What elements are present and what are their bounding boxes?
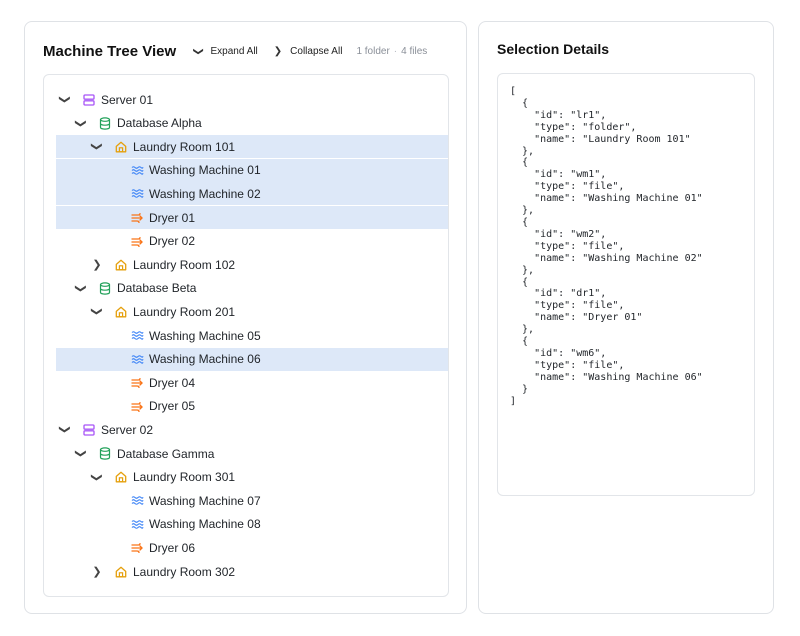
expand-all-button[interactable]: ❯ Expand All bbox=[192, 45, 258, 57]
tree-header: Machine Tree View ❯ Expand All ❯ Collaps… bbox=[43, 40, 450, 62]
washing-machine-icon bbox=[130, 187, 144, 201]
chevron-right-icon: ❯ bbox=[273, 45, 283, 57]
dryer-icon bbox=[130, 211, 144, 225]
tree-node-label: Database Alpha bbox=[117, 116, 202, 131]
tree-node-database[interactable]: ❯ Database Alpha bbox=[56, 112, 448, 135]
tree-node-label: Dryer 02 bbox=[149, 234, 196, 249]
tree-node-washer[interactable]: ❯Washing Machine 01 bbox=[56, 158, 448, 182]
file-count: 4 files bbox=[401, 45, 428, 57]
selection-json: [ { "id": "lr1", "type": "folder", "name… bbox=[510, 86, 703, 407]
chevron-down-icon[interactable]: ❯ bbox=[74, 448, 87, 459]
tree-node-label: Laundry Room 302 bbox=[133, 564, 236, 579]
separator-dot: · bbox=[393, 45, 398, 57]
tree-node-washer[interactable]: ❯Washing Machine 08 bbox=[56, 513, 448, 536]
tree-node-washer[interactable]: ❯Washing Machine 06 bbox=[56, 347, 448, 371]
selection-details-panel: Selection Details [ { "id": "lr1", "type… bbox=[478, 21, 774, 614]
tree-node-label: Laundry Room 301 bbox=[133, 470, 236, 485]
details-title: Selection Details bbox=[497, 41, 610, 57]
tree-node-room[interactable]: ❯ Laundry Room 301 bbox=[56, 466, 448, 489]
tree-node-database[interactable]: ❯ Database Gamma bbox=[56, 442, 448, 465]
tree-node-dryer[interactable]: ❯Dryer 05 bbox=[56, 395, 448, 418]
selection-counts: 1 folder·4 files bbox=[356, 46, 427, 57]
chevron-down-icon[interactable]: ❯ bbox=[90, 307, 103, 317]
washing-machine-icon bbox=[130, 494, 144, 508]
washing-machine-icon bbox=[130, 329, 144, 343]
chevron-right-icon[interactable]: ❯ bbox=[92, 259, 102, 272]
chevron-down-icon[interactable]: ❯ bbox=[74, 283, 87, 293]
machine-tree-panel: Machine Tree View ❯ Expand All ❯ Collaps… bbox=[24, 21, 467, 614]
dryer-icon bbox=[130, 234, 144, 248]
tree-node-room[interactable]: ❯ Laundry Room 101 bbox=[56, 135, 448, 159]
tree-node-label: Washing Machine 05 bbox=[149, 328, 261, 343]
tree-node-label: Washing Machine 06 bbox=[149, 352, 261, 367]
server-icon bbox=[82, 93, 96, 107]
chevron-down-icon: ❯ bbox=[192, 46, 204, 56]
panel-title: Machine Tree View bbox=[43, 42, 177, 60]
tree-node-washer[interactable]: ❯Washing Machine 07 bbox=[56, 489, 448, 512]
tree-node-label: Dryer 04 bbox=[149, 375, 196, 390]
home-icon bbox=[114, 565, 128, 579]
chevron-down-icon[interactable]: ❯ bbox=[90, 142, 103, 152]
chevron-down-icon[interactable]: ❯ bbox=[58, 94, 71, 105]
tree-node-label: Dryer 05 bbox=[149, 399, 196, 414]
tree-node-dryer[interactable]: ❯Dryer 01 bbox=[56, 206, 448, 229]
tree-node-washer[interactable]: ❯Washing Machine 05 bbox=[56, 324, 448, 347]
tree-node-dryer[interactable]: ❯Dryer 02 bbox=[56, 230, 448, 253]
dryer-icon bbox=[130, 376, 144, 390]
tree-node-room[interactable]: ❯ Laundry Room 201 bbox=[56, 300, 448, 323]
json-output-box: [ { "id": "lr1", "type": "folder", "name… bbox=[497, 73, 755, 496]
tree-node-label: Washing Machine 08 bbox=[149, 517, 261, 532]
tree-node-dryer[interactable]: ❯Dryer 04 bbox=[56, 371, 448, 394]
tree-node-database[interactable]: ❯ Database Beta bbox=[56, 277, 448, 300]
dryer-icon bbox=[130, 541, 144, 555]
tree-container: ❯ Server 01 ❯ Database Alpha ❯ Laundry Room 1… bbox=[43, 74, 449, 597]
tree-node-room[interactable]: ❯ Laundry Room 102 bbox=[56, 253, 448, 276]
tree-node-label: Laundry Room 201 bbox=[133, 304, 236, 319]
washing-machine-icon bbox=[130, 517, 144, 531]
tree-node-dryer[interactable]: ❯Dryer 06 bbox=[56, 536, 448, 559]
chevron-down-icon[interactable]: ❯ bbox=[58, 425, 71, 435]
tree-node-server[interactable]: ❯ Server 02 bbox=[56, 418, 448, 441]
tree-node-label: Washing Machine 01 bbox=[149, 163, 261, 178]
expand-all-label: Expand All bbox=[210, 45, 258, 57]
washing-machine-icon bbox=[130, 163, 144, 177]
tree-node-label: Server 01 bbox=[101, 92, 154, 107]
tree-node-server[interactable]: ❯ Server 01 bbox=[56, 88, 448, 111]
tree-node-label: Washing Machine 02 bbox=[149, 186, 261, 201]
home-icon bbox=[114, 305, 128, 319]
home-icon bbox=[114, 258, 128, 272]
tree-node-label: Database Gamma bbox=[117, 446, 215, 461]
collapse-all-button[interactable]: ❯ Collapse All bbox=[274, 46, 343, 57]
tree-node-label: Laundry Room 101 bbox=[133, 139, 236, 154]
tree-node-label: Laundry Room 102 bbox=[133, 257, 236, 272]
tree-node-label: Dryer 01 bbox=[149, 210, 196, 225]
tree-node-washer[interactable]: ❯Washing Machine 02 bbox=[56, 182, 448, 206]
database-icon bbox=[98, 116, 112, 130]
dryer-icon bbox=[130, 399, 144, 413]
tree-node-label: Database Beta bbox=[117, 281, 197, 296]
chevron-down-icon[interactable]: ❯ bbox=[90, 472, 103, 482]
database-icon bbox=[98, 447, 112, 461]
server-icon bbox=[82, 423, 96, 437]
collapse-all-label: Collapse All bbox=[290, 45, 343, 57]
chevron-right-icon[interactable]: ❯ bbox=[92, 566, 102, 578]
tree-node-label: Dryer 06 bbox=[149, 540, 196, 555]
washing-machine-icon bbox=[130, 352, 144, 366]
home-icon bbox=[114, 470, 128, 484]
home-icon bbox=[114, 140, 128, 154]
tree-node-label: Server 02 bbox=[101, 422, 154, 437]
tree-node-label: Washing Machine 07 bbox=[149, 493, 261, 508]
database-icon bbox=[98, 281, 112, 295]
chevron-down-icon[interactable]: ❯ bbox=[74, 118, 87, 128]
folder-count: 1 folder bbox=[356, 45, 390, 57]
tree-node-room[interactable]: ❯ Laundry Room 302 bbox=[56, 560, 448, 583]
